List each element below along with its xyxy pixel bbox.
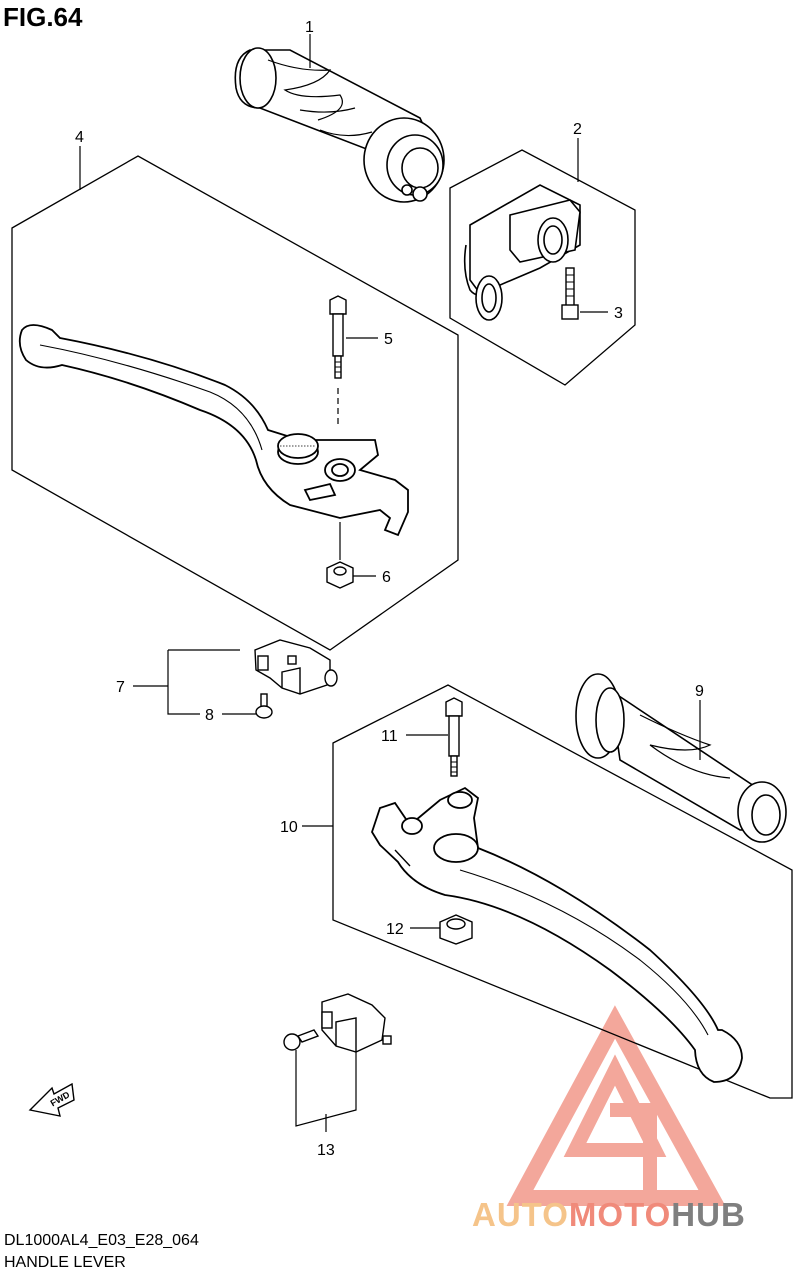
clutch-switch-part xyxy=(254,639,338,695)
brake-switch-part xyxy=(321,993,392,1053)
clutch-lever-group-frame xyxy=(11,155,459,651)
housing-group-frame xyxy=(449,149,636,386)
throttle-housing-part xyxy=(463,184,581,321)
figure-title: FIG.64 xyxy=(3,2,83,32)
callout-6: 6 xyxy=(382,569,391,586)
callout-7: 7 xyxy=(116,679,125,696)
watermark-logo xyxy=(506,1005,726,1206)
model-code: DL1000AL4_E03_E28_064 xyxy=(4,1232,199,1249)
section-name: HANDLE LEVER xyxy=(4,1254,126,1271)
callout-3: 3 xyxy=(614,305,623,322)
left-grip-part xyxy=(234,47,445,203)
callout-5: 5 xyxy=(384,331,393,348)
watermark-hub: HUB xyxy=(671,1196,746,1233)
callout-2: 2 xyxy=(573,121,582,138)
watermark-auto: AUTO xyxy=(472,1196,569,1233)
callout-1: 1 xyxy=(305,19,314,36)
leader-lines xyxy=(79,34,701,1132)
callout-4: 4 xyxy=(75,129,84,146)
watermark-moto: MOTO xyxy=(568,1196,672,1233)
housing-screw-part xyxy=(561,267,579,320)
clutch-pivot-bolt-part xyxy=(329,295,347,560)
right-grip-part xyxy=(575,673,787,843)
brake-lever-group-frame xyxy=(332,684,793,1099)
callout-10: 10 xyxy=(280,819,298,836)
callout-9: 9 xyxy=(695,683,704,700)
forward-direction-arrow: FWD xyxy=(28,1082,75,1117)
brake-pivot-bolt-part xyxy=(445,697,463,777)
callout-13: 13 xyxy=(317,1142,335,1159)
callout-11: 11 xyxy=(381,728,398,745)
clutch-lever-part xyxy=(18,324,409,537)
callout-8: 8 xyxy=(205,707,214,724)
brake-lever-part xyxy=(371,786,743,1083)
brake-switch-screw-part xyxy=(283,1029,320,1051)
clutch-switch-screw-part xyxy=(255,693,273,719)
callout-12: 12 xyxy=(386,921,404,938)
callout-numbers: 1 2 3 4 5 6 7 8 9 10 11 12 13 xyxy=(75,19,704,1159)
brake-pivot-nut-part xyxy=(439,914,473,945)
watermark-wordmark: AUTOMOTOHUB xyxy=(472,1196,746,1234)
clutch-pivot-nut-part xyxy=(326,561,354,589)
